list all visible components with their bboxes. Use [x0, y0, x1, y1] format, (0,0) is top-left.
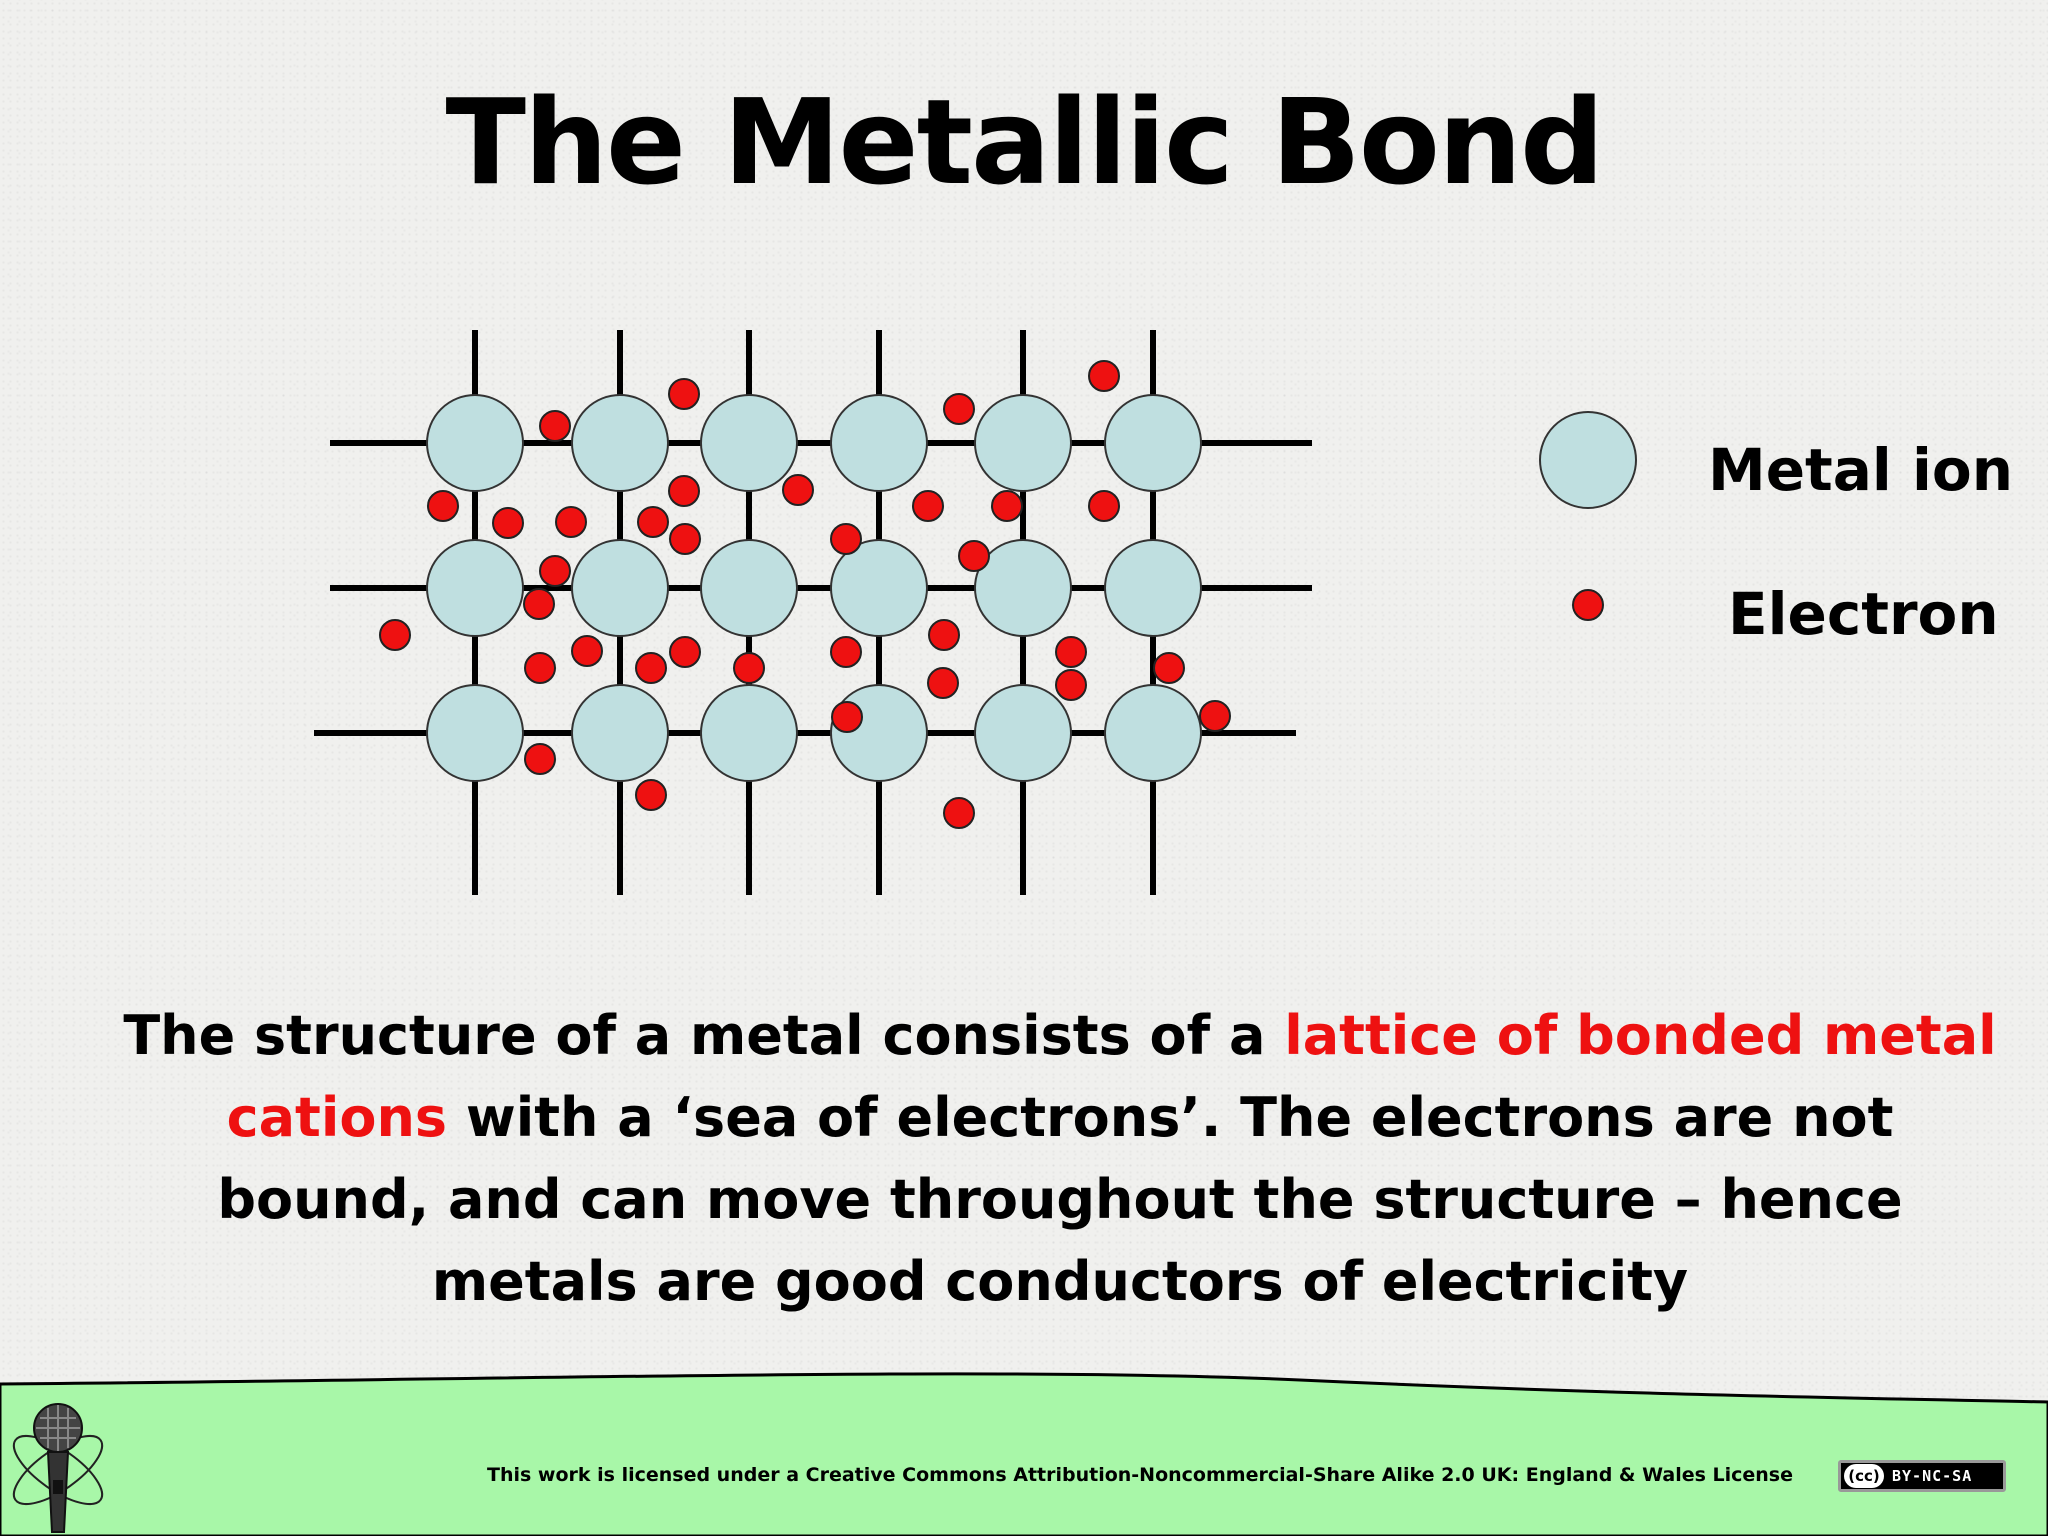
- creative-commons-badge-icon[interactable]: (cc) BY-NC-SA: [1838, 1460, 2006, 1492]
- electron: [524, 743, 556, 775]
- electron: [1055, 669, 1087, 701]
- electron: [379, 619, 411, 651]
- electron: [669, 636, 701, 668]
- metal-ion: [571, 539, 669, 637]
- metal-ion: [974, 539, 1072, 637]
- electron: [668, 475, 700, 507]
- electron: [928, 619, 960, 651]
- electron: [831, 701, 863, 733]
- electron: [958, 540, 990, 572]
- metal-ion: [1104, 539, 1202, 637]
- electron: [1088, 360, 1120, 392]
- metal-ion: [830, 394, 928, 492]
- electron: [991, 490, 1023, 522]
- electron: [492, 507, 524, 539]
- electron: [635, 652, 667, 684]
- electron: [830, 636, 862, 668]
- electron: [555, 506, 587, 538]
- legend-electron-label: Electron: [1728, 580, 1999, 648]
- electron: [524, 652, 556, 684]
- electron: [733, 652, 765, 684]
- legend-metal-ion-symbol: [1539, 411, 1637, 509]
- metal-ion: [830, 539, 928, 637]
- metal-ion: [426, 539, 524, 637]
- description-part-2: with a ‘sea of electrons’. The electrons…: [217, 1086, 1903, 1313]
- legend-electron-symbol: [1572, 589, 1604, 621]
- electron: [912, 490, 944, 522]
- electron: [1055, 636, 1087, 668]
- electron: [1199, 700, 1231, 732]
- metal-ion: [974, 684, 1072, 782]
- cc-circle-label: (cc): [1844, 1464, 1884, 1488]
- electron: [1088, 490, 1120, 522]
- metal-ion: [426, 394, 524, 492]
- lattice-ions: [426, 394, 1202, 782]
- electron: [927, 667, 959, 699]
- electron: [637, 506, 669, 538]
- metal-ion: [1104, 394, 1202, 492]
- electron: [943, 393, 975, 425]
- legend-symbols: [1539, 411, 1637, 621]
- electron: [669, 523, 701, 555]
- metal-ion: [1104, 684, 1202, 782]
- electron: [523, 588, 555, 620]
- slide-title: The Metallic Bond: [445, 73, 1605, 211]
- footer-bar: [0, 1370, 2048, 1536]
- lattice-electrons: [379, 360, 1231, 829]
- description-highlight: lattice of bonded metal cations: [226, 1004, 1997, 1149]
- metal-ion: [700, 539, 798, 637]
- electron: [539, 410, 571, 442]
- legend-metal-ion-label: Metal ion: [1708, 436, 2014, 504]
- metal-ion: [571, 394, 669, 492]
- electron: [943, 797, 975, 829]
- metal-ion: [426, 684, 524, 782]
- electron: [830, 523, 862, 555]
- electron: [539, 555, 571, 587]
- electron: [571, 635, 603, 667]
- metal-ion: [700, 394, 798, 492]
- metal-ion: [830, 684, 928, 782]
- electron: [782, 474, 814, 506]
- electron: [427, 490, 459, 522]
- electron: [635, 779, 667, 811]
- metal-ion: [974, 394, 1072, 492]
- electron: [668, 378, 700, 410]
- electron: [1153, 652, 1185, 684]
- metal-ion: [700, 684, 798, 782]
- footer-background: [0, 1372, 2048, 1536]
- cc-terms-label: BY-NC-SA: [1892, 1467, 1973, 1485]
- microphone-atom-icon: [12, 1403, 104, 1533]
- license-text: This work is licensed under a Creative C…: [486, 1464, 1794, 1486]
- description-part-1: The structure of a metal consists of a: [123, 1004, 1285, 1067]
- description-text: The structure of a metal consists of a l…: [120, 995, 2000, 1323]
- metal-ion: [571, 684, 669, 782]
